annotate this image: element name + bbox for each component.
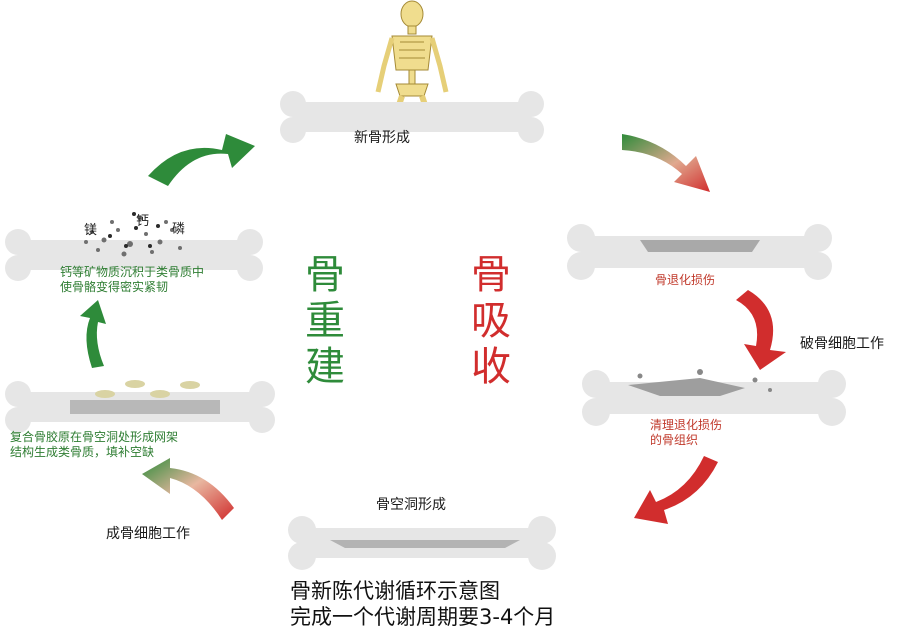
mineral-mg: 镁: [84, 223, 98, 238]
label-osteoblast-work: 成骨细胞工作: [106, 526, 190, 542]
label-new-bone: 新骨形成: [354, 130, 410, 146]
bone-right-lower: [582, 369, 846, 426]
skeleton-icon: [375, 0, 449, 109]
mineral-ca: 钙: [136, 214, 150, 229]
center-resorb: 骨 吸 收: [471, 252, 511, 390]
bone-left-upper: [5, 212, 263, 281]
label-minerals: 钙等矿物质沉积于类骨质中 使骨骼变得密实紧韧: [60, 265, 205, 294]
caption-title: 骨新陈代谢循环示意图: [290, 579, 500, 603]
arrow-red-bottom-right-icon: [634, 456, 718, 524]
label-collagen: 复合骨胶原在骨空洞处形成网架 结构生成类骨质，填补空缺: [10, 430, 179, 459]
center-remodel: 骨 重 建: [305, 252, 345, 390]
mineral-p: 磷: [172, 222, 186, 237]
label-clear-damaged: 清理退化损伤 的骨组织: [650, 418, 723, 447]
arrow-red-right-icon: [736, 290, 786, 370]
arrow-top-right-icon: [622, 134, 710, 192]
arrow-green-left-icon: [80, 300, 106, 368]
arrow-green-top-icon: [148, 134, 255, 186]
bone-bottom: [288, 516, 556, 570]
bone-left-lower: [5, 380, 275, 433]
label-cavity-formed: 骨空洞形成: [376, 497, 446, 513]
caption-subtitle: 完成一个代谢周期要3-4个月: [290, 605, 556, 629]
bone-top: [280, 91, 544, 143]
mineral-dots-icon: [84, 215, 182, 257]
bone-right-upper: [567, 224, 832, 280]
arrow-bottom-left-icon: [142, 458, 234, 520]
label-osteoclast-work: 破骨细胞工作: [800, 336, 884, 352]
label-bone-degeneration: 骨退化损伤: [655, 273, 716, 287]
